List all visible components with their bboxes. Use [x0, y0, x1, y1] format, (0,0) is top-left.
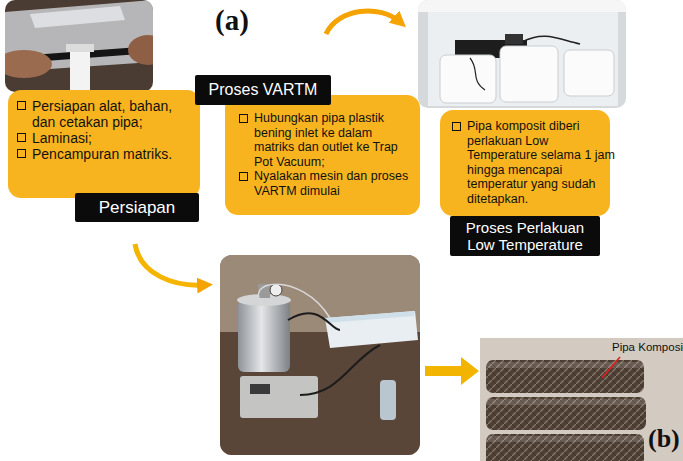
step-heading: Proses Perlakuan Low Temperature [450, 216, 600, 256]
vartm-setup-photo [258, 284, 330, 318]
bullet-box [452, 122, 461, 131]
freezer-photo [428, 12, 618, 106]
bullet-box [239, 114, 248, 123]
panel-label: (a) [215, 4, 249, 37]
step-text: Pipa komposit diberi perlakuan Low Tempe… [467, 119, 616, 206]
bullet-item: Persiapan alat, bahan, dan cetakan pipa; [17, 98, 183, 130]
bullet-box [17, 101, 26, 110]
freezer-photo [564, 50, 614, 96]
bullet-item: Laminasi; [17, 130, 183, 146]
freezer-photo [418, 0, 626, 12]
step-text: Laminasi; [32, 130, 92, 146]
pipes-photo [480, 338, 683, 461]
step-text: Hubungkan pipa plastik bening inlet ke d… [254, 111, 415, 169]
pipes-photo [486, 362, 644, 368]
bullet-item: Pipa komposit diberi perlakuan Low Tempe… [452, 119, 616, 206]
lamination-photo [66, 44, 94, 52]
vartm-setup-photo [288, 313, 340, 330]
step-text: Nyalakan mesin dan proses VARTM dimulai [254, 169, 415, 198]
vartm-setup-photo [325, 311, 415, 323]
lamination-photo [70, 48, 90, 92]
pipes-photo [486, 436, 644, 442]
step-heading: Proses VARTM [195, 75, 331, 105]
freezer-photo [500, 46, 558, 102]
vartm-setup-photo [270, 284, 282, 296]
vartm-setup-photo [250, 384, 270, 394]
flow-arrow [326, 11, 400, 34]
freezer-photo [418, 0, 626, 108]
bullet-box [17, 149, 26, 158]
callout-label: Pipa Komposi [612, 341, 683, 353]
lamination-photo [128, 35, 153, 65]
freezer-photo [418, 0, 626, 108]
bullet-box [17, 133, 26, 142]
step-box: Hubungkan pipa plastik bening inlet ke d… [225, 95, 420, 215]
vartm-setup-photo [220, 255, 420, 455]
step-box: Pipa komposit diberi perlakuan Low Tempe… [440, 110, 610, 216]
bullet-box [239, 172, 248, 181]
vartm-setup-photo [238, 300, 290, 372]
vartm-setup-photo [220, 255, 420, 455]
flow-arrow [425, 357, 479, 385]
lamination-photo [5, 50, 52, 78]
vartm-setup-photo [300, 345, 380, 395]
freezer-photo [470, 58, 485, 90]
flow-arrow [135, 244, 205, 285]
step-box: Persiapan alat, bahan, dan cetakan pipa;… [8, 90, 200, 198]
lamination-photo [5, 0, 153, 92]
pipes-photo [486, 399, 646, 405]
bullet-item: Pencampuran matriks. [17, 146, 183, 162]
freezer-photo [440, 55, 496, 103]
step-heading: Persiapan [75, 193, 199, 222]
freezer-photo [505, 34, 523, 44]
vartm-setup-photo [380, 380, 396, 420]
panel-label: (b) [648, 424, 680, 454]
pipes-photo [486, 397, 646, 430]
bullet-item: Hubungkan pipa plastik bening inlet ke d… [239, 111, 415, 169]
lamination-photo [30, 6, 125, 28]
freezer-photo [522, 36, 580, 44]
pipes-photo [602, 357, 620, 378]
step-text: Pencampuran matriks. [32, 146, 172, 162]
pipes-photo [486, 360, 644, 393]
step-text: Persiapan alat, bahan, dan cetakan pipa; [32, 98, 183, 130]
pipes-photo [486, 434, 644, 461]
bullet-item: Nyalakan mesin dan proses VARTM dimulai [239, 169, 415, 198]
vartm-setup-photo [240, 376, 318, 418]
